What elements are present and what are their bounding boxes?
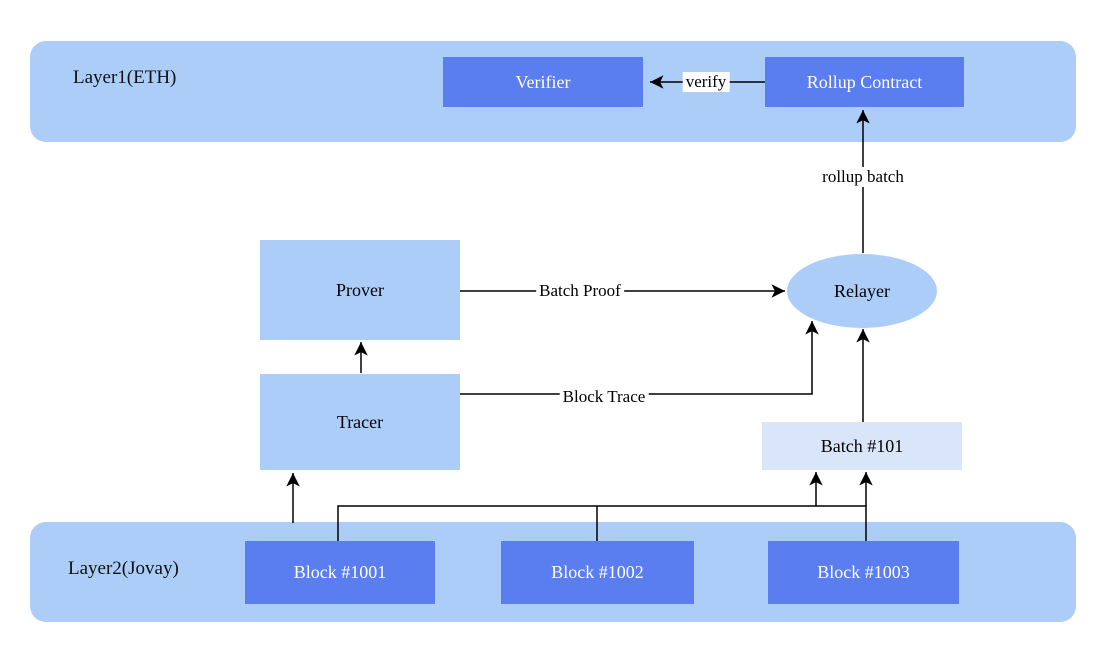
verifier-node: Verifier: [443, 57, 643, 107]
verify-edge-label: verify: [682, 72, 730, 92]
relayer-node: Relayer: [787, 254, 937, 328]
layer1-label: Layer1(ETH): [73, 67, 177, 88]
block-trace-edge-label: Block Trace: [559, 387, 649, 407]
batch-node: Batch #101: [762, 422, 962, 470]
rollup-contract-node: Rollup Contract: [765, 57, 964, 107]
edge-blocks-connector: [337, 505, 867, 541]
verifier-label: Verifier: [515, 71, 571, 92]
block-1003-label: Block #1003: [817, 562, 910, 582]
block-1003-node: Block #1003: [768, 541, 959, 604]
block-1001-node: Block #1001: [245, 541, 435, 604]
block-1002-node: Block #1002: [501, 541, 694, 604]
layer2-label: Layer2(Jovay): [68, 558, 179, 579]
tracer-node: Tracer: [260, 374, 460, 470]
tracer-label: Tracer: [336, 411, 384, 432]
prover-label: Prover: [336, 279, 384, 300]
relayer-label: Relayer: [834, 280, 890, 301]
block-1002-label: Block #1002: [551, 562, 644, 582]
batch-proof-edge-label: Batch Proof: [536, 281, 624, 301]
batch-label: Batch #101: [820, 435, 904, 456]
edge-block-trace-arrow: [460, 321, 819, 395]
rollup-contract-label: Rollup Contract: [806, 71, 923, 92]
rollup-batch-edge-label: rollup batch: [819, 167, 907, 187]
prover-node: Prover: [260, 240, 460, 340]
block-1001-label: Block #1001: [293, 562, 387, 582]
